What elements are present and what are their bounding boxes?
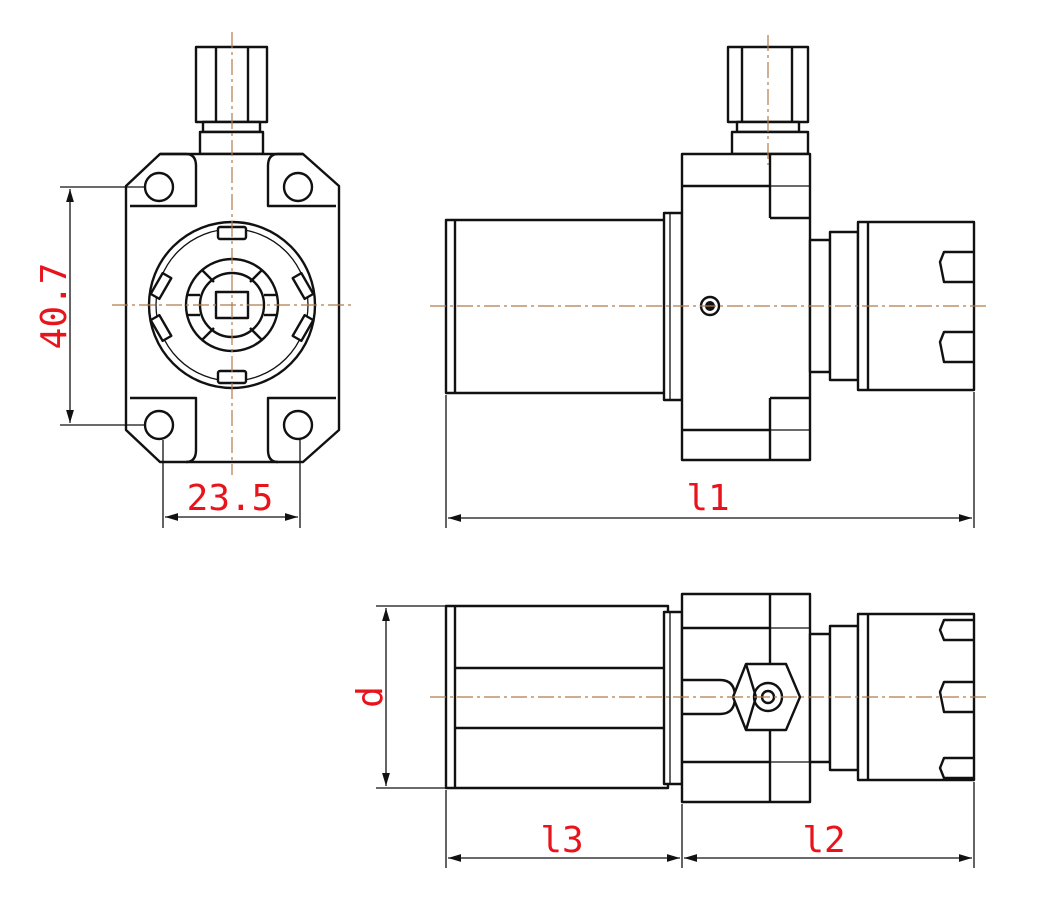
l3-label: l3 [540,820,583,861]
width-label: 23.5 [187,478,274,519]
side-body [680,152,812,462]
side-view [430,35,990,462]
front-fitting-nut [194,45,269,124]
dim-l2: l2 [684,782,975,868]
mount-hole-tr [282,171,314,203]
mount-hole-br [282,409,314,441]
front-view [112,32,355,475]
l2-label: l2 [802,820,845,861]
bottom-view [430,592,990,804]
dim-l1: l1 [445,392,975,528]
dim-width: 23.5 [162,440,301,528]
l1-label: l1 [686,478,729,519]
dim-height: 40.7 [34,186,145,426]
dim-l3: l3 [445,790,683,868]
dim-d: d [350,605,446,789]
height-label: 40.7 [34,263,75,350]
d-label: d [350,686,391,708]
